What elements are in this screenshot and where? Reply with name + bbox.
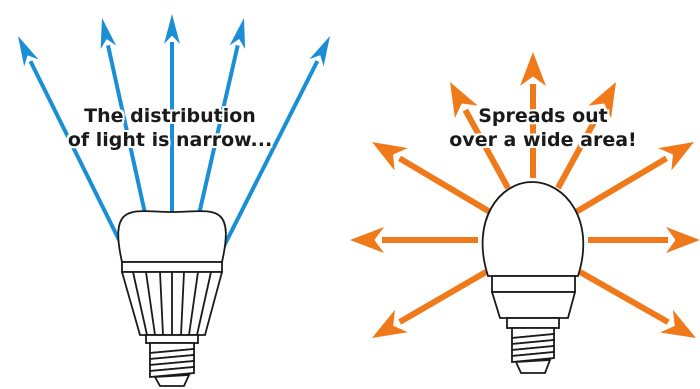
orange-arrow — [578, 269, 696, 338]
blue-arrow — [18, 36, 130, 259]
caption-left-line2: of light is narrow... — [67, 129, 273, 151]
wide-distribution-caption: Spreads out over a wide area! — [418, 104, 668, 152]
blue-arrow — [216, 36, 330, 259]
caption-right-line1: Spreads out — [478, 105, 608, 127]
compact-fluorescent-bulb-icon — [481, 181, 585, 374]
narrow-light-arrows — [18, 14, 330, 259]
orange-arrow — [520, 52, 546, 178]
blue-arrow — [100, 18, 152, 237]
orange-arrow — [555, 82, 616, 190]
blue-arrow — [164, 14, 180, 214]
orange-arrow — [350, 227, 478, 253]
caption-right-line2: over a wide area! — [449, 129, 637, 151]
led-bulb-icon — [117, 210, 227, 387]
wide-light-arrows — [350, 52, 700, 338]
blue-arrow — [192, 18, 246, 237]
orange-arrow — [372, 269, 488, 338]
narrow-distribution-caption: The distribution of light is narrow... — [40, 104, 300, 152]
orange-arrow — [450, 82, 511, 190]
orange-arrow — [588, 227, 700, 253]
caption-left-line1: The distribution — [84, 105, 256, 127]
orange-arrow — [372, 142, 492, 215]
orange-arrow — [574, 142, 694, 215]
